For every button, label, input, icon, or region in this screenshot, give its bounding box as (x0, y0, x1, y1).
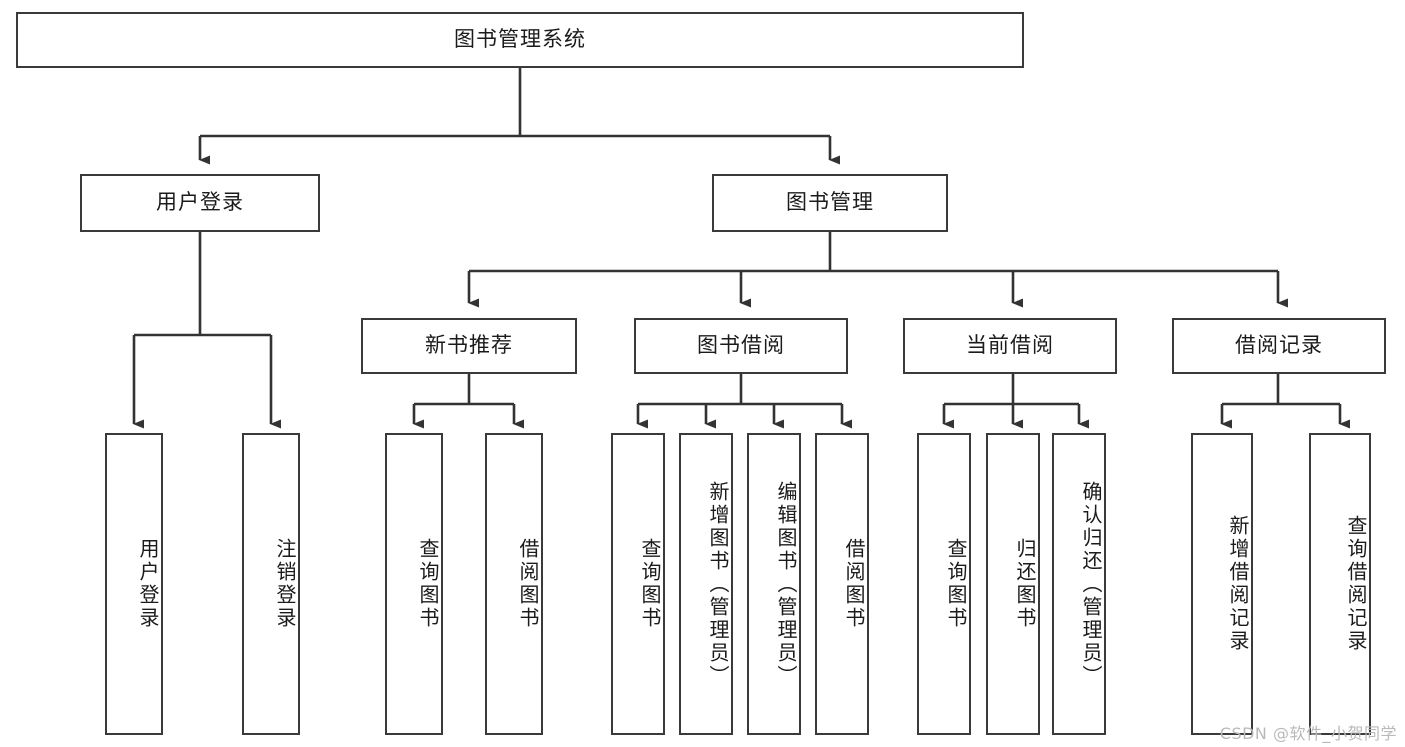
node-new-book-recommend[interactable]: 新书推荐 (361, 318, 577, 374)
node-current-borrow[interactable]: 当前借阅 (903, 318, 1117, 374)
leaf-current-query-book[interactable]: 查询图书 (917, 433, 971, 735)
leaf-label: 编辑图书（管理员） (774, 480, 798, 688)
leaf-record-query-record[interactable]: 查询借阅记录 (1309, 433, 1371, 735)
node-user-login[interactable]: 用户登录 (80, 174, 320, 232)
node-book-management[interactable]: 图书管理 (712, 174, 948, 232)
leaf-label: 查询借阅记录 (1344, 515, 1368, 653)
leaf-label: 注销登录 (273, 538, 297, 630)
leaf-borrow-edit-book-admin[interactable]: 编辑图书（管理员） (747, 433, 801, 735)
leaf-label: 查询图书 (638, 538, 662, 630)
csdn-watermark: CSDN @软件_小贺同学 (1219, 724, 1397, 743)
leaf-record-add-record[interactable]: 新增借阅记录 (1191, 433, 1253, 735)
node-root-system[interactable]: 图书管理系统 (16, 12, 1024, 68)
leaf-borrow-query-book[interactable]: 查询图书 (611, 433, 665, 735)
leaf-recommend-borrow-book[interactable]: 借阅图书 (485, 433, 543, 735)
leaf-label: 查询图书 (944, 538, 968, 630)
leaf-label: 新增图书（管理员） (706, 480, 730, 688)
leaf-label: 查询图书 (416, 538, 440, 630)
leaf-user-login-signin[interactable]: 用户登录 (105, 433, 163, 735)
leaf-label: 新增借阅记录 (1226, 515, 1250, 653)
leaf-current-return-book[interactable]: 归还图书 (986, 433, 1040, 735)
leaf-borrow-add-book-admin[interactable]: 新增图书（管理员） (679, 433, 733, 735)
leaf-label: 借阅图书 (516, 538, 540, 630)
leaf-label: 归还图书 (1013, 538, 1037, 630)
leaf-label: 确认归还（管理员） (1079, 480, 1103, 688)
leaf-recommend-query-book[interactable]: 查询图书 (385, 433, 443, 735)
leaf-current-confirm-return-admin[interactable]: 确认归还（管理员） (1052, 433, 1106, 735)
leaf-borrow-borrow-book[interactable]: 借阅图书 (815, 433, 869, 735)
leaf-label: 用户登录 (136, 538, 160, 630)
leaf-label: 借阅图书 (842, 538, 866, 630)
node-book-borrow[interactable]: 图书借阅 (634, 318, 848, 374)
node-borrow-record[interactable]: 借阅记录 (1172, 318, 1386, 374)
leaf-user-login-signout[interactable]: 注销登录 (242, 433, 300, 735)
